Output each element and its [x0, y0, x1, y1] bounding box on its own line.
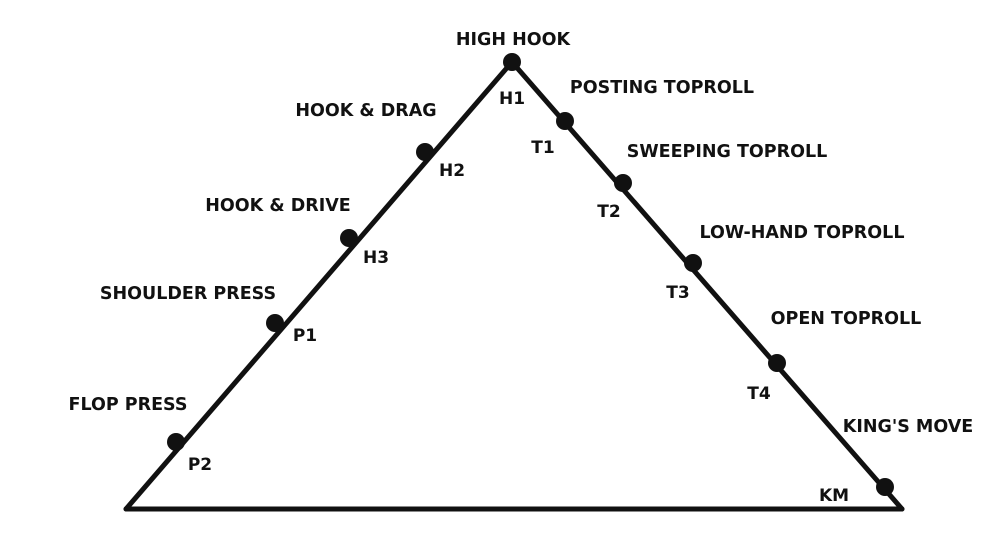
left-edge	[123, 59, 515, 512]
move-code: H2	[439, 161, 465, 181]
triangle-outline	[123, 59, 905, 512]
move-name: HIGH HOOK	[456, 30, 572, 50]
node-dot	[340, 229, 358, 247]
node-open-toproll: OPEN TOPROLL T4	[747, 309, 921, 404]
node-flop-press: FLOP PRESS P2	[69, 395, 213, 475]
move-code: KM	[819, 486, 849, 506]
move-name: SWEEPING TOPROLL	[627, 142, 828, 162]
move-name: OPEN TOPROLL	[771, 309, 922, 329]
move-name: FLOP PRESS	[69, 395, 188, 415]
move-code: H3	[363, 248, 389, 268]
node-dot	[876, 478, 894, 496]
move-name: KING'S MOVE	[843, 417, 973, 437]
right-edge	[509, 59, 905, 512]
node-dot	[614, 174, 632, 192]
node-dot	[503, 53, 521, 71]
move-name: LOW-HAND TOPROLL	[700, 223, 905, 243]
node-posting-toproll: POSTING TOPROLL T1	[531, 78, 754, 158]
move-code: H1	[499, 89, 525, 109]
node-hook-and-drag: HOOK & DRAG H2	[295, 101, 465, 181]
move-code: T3	[666, 283, 689, 303]
node-dot	[556, 112, 574, 130]
move-name: SHOULDER PRESS	[100, 284, 276, 304]
node-dot	[768, 354, 786, 372]
node-high-hook: HIGH HOOK H1	[456, 30, 572, 109]
node-dot	[684, 254, 702, 272]
move-code: T2	[597, 202, 620, 222]
move-name: POSTING TOPROLL	[570, 78, 754, 98]
node-dot	[266, 314, 284, 332]
move-name: HOOK & DRIVE	[205, 196, 350, 216]
node-kings-move: KING'S MOVE KM	[819, 417, 973, 506]
node-dot	[167, 433, 185, 451]
node-sweeping-toproll: SWEEPING TOPROLL T2	[597, 142, 827, 222]
move-code: P2	[188, 455, 212, 475]
node-dot	[416, 143, 434, 161]
move-code: T4	[747, 384, 771, 404]
move-name: HOOK & DRAG	[295, 101, 436, 121]
node-hook-and-drive: HOOK & DRIVE H3	[205, 196, 389, 268]
node-low-hand-toproll: LOW-HAND TOPROLL T3	[666, 223, 904, 303]
move-code: T1	[531, 138, 554, 158]
move-code: P1	[293, 326, 317, 346]
node-shoulder-press: SHOULDER PRESS P1	[100, 284, 317, 346]
